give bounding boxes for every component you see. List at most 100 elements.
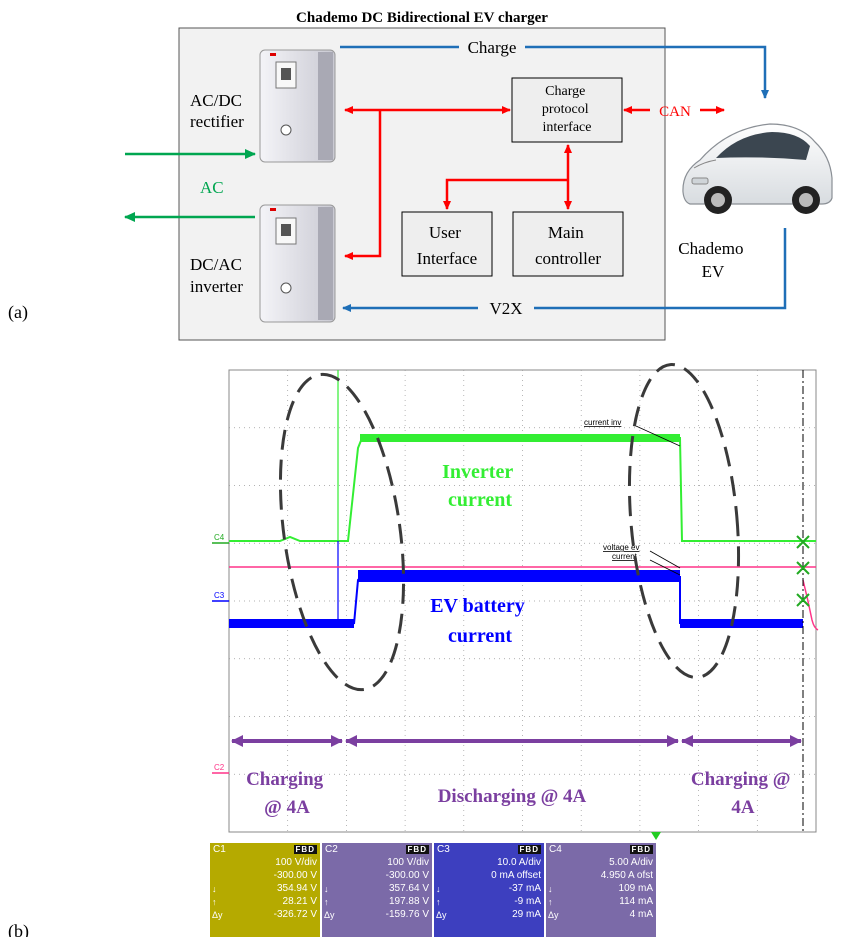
channel-row-value: -300.00 V [224, 870, 317, 881]
channel-row-label: Δy [548, 910, 560, 920]
channel-marker-c4: C4 [214, 533, 225, 542]
channel-header: C1 FBD [210, 843, 320, 856]
cursor-label-current-inv: current inv [584, 418, 621, 427]
channel-row-label: ↑ [436, 897, 448, 907]
channel-row: 100 V/div [210, 856, 320, 869]
channel-row-value: 10.0 A/div [448, 857, 541, 868]
panel-a-label: (a) [8, 302, 28, 323]
channel-row-value: 100 V/div [224, 857, 317, 868]
charge-label: Charge [468, 38, 517, 57]
channel-row-value: 28.21 V [224, 896, 317, 907]
phase3-line1: Charging @ [691, 769, 791, 790]
channel-marker-c3: C3 [214, 591, 225, 600]
controller-line2: controller [535, 249, 601, 268]
channel-row-value: -37 mA [448, 883, 541, 894]
channel-row: 5.00 A/div [546, 856, 656, 869]
ev-label: Chademo EV [678, 239, 747, 281]
channel-row-value: 4.950 A ofst [560, 870, 653, 881]
channel-row-value: 29 mA [448, 909, 541, 920]
ev-line2: EV [702, 262, 725, 281]
inverter-text-line1: Inverter [442, 461, 513, 483]
protocol-line2: protocol [542, 102, 589, 117]
rectifier-label-line2: rectifier [190, 112, 244, 131]
channel-row-value: -9 mA [448, 896, 541, 907]
channel-panel-c4: C4FBD5.00 A/div4.950 A ofst↓109 mA↑114 m… [546, 843, 656, 937]
phase-discharging: Discharging @ 4A [438, 786, 587, 807]
phase1-line1: Charging [246, 769, 324, 790]
channel-row-label: Δy [324, 910, 336, 920]
controller-line1: Main [548, 223, 584, 242]
phase1-line2: @ 4A [264, 797, 310, 818]
channel-row-value: -159.76 V [336, 909, 429, 920]
protocol-line3: interface [543, 120, 592, 135]
battery-text-line2: current [448, 625, 512, 647]
channel-row-label: ↓ [548, 884, 560, 894]
channel-row: ↓354.94 V [210, 882, 320, 895]
channel-row: ↑28.21 V [210, 895, 320, 908]
channel-row: ↓109 mA [546, 882, 656, 895]
rectifier-cabinet-image [260, 50, 335, 162]
user-line2: Interface [417, 249, 477, 268]
protocol-line1: Charge [545, 84, 585, 99]
channel-row: 0 mA offset [434, 869, 544, 882]
charger-title: Chademo DC Bidirectional EV charger [296, 10, 548, 26]
channel-marker-c2: C2 [214, 763, 225, 772]
channel-row-value: 357.64 V [336, 883, 429, 894]
channel-header: C3 FBD [434, 843, 544, 856]
inverter-text-line2: current [448, 489, 512, 511]
channel-row: ↓357.64 V [322, 882, 432, 895]
rectifier-label-line1: AC/DC [190, 91, 242, 110]
channel-row: ↑114 mA [546, 895, 656, 908]
channel-row-value: -326.72 V [224, 909, 317, 920]
channel-row: 100 V/div [322, 856, 432, 869]
channel-row-value: 100 V/div [336, 857, 429, 868]
channel-row-value: 5.00 A/div [560, 857, 653, 868]
channel-badge: FBD [406, 845, 429, 854]
channel-row-label: ↑ [212, 897, 224, 907]
channel-row: Δy-159.76 V [322, 908, 432, 921]
channel-header: C2FBD [322, 843, 432, 856]
channel-badge: FBD [630, 845, 653, 854]
battery-text-line1: EV battery [430, 595, 525, 617]
phase3-line2: 4A [731, 797, 755, 818]
channel-row: -300.00 V [210, 869, 320, 882]
channel-name: C1 [213, 844, 226, 855]
channel-row-label: ↑ [324, 897, 336, 907]
channel-row-value: 0 mA offset [448, 870, 541, 881]
channel-row: 4.950 A ofst [546, 869, 656, 882]
channel-row: ↑197.88 V [322, 895, 432, 908]
channel-badge: FBD [518, 845, 541, 854]
channel-row-label: Δy [436, 910, 448, 920]
v2x-label: V2X [489, 299, 522, 318]
channel-row-label: ↓ [324, 884, 336, 894]
channel-row: ↓-37 mA [434, 882, 544, 895]
panel-b-label: (b) [8, 921, 29, 937]
trigger-marker [651, 832, 661, 840]
channel-row-value: -300.00 V [336, 870, 429, 881]
ac-label: AC [200, 178, 224, 197]
inverter-label-line1: DC/AC [190, 255, 242, 274]
channel-badge: FBD [294, 845, 317, 854]
ev-car-image [683, 124, 832, 214]
channel-row-value: 4 mA [560, 909, 653, 920]
inverter-cabinet-image [260, 205, 335, 322]
user-line1: User [429, 223, 461, 242]
channel-row-label: ↑ [548, 897, 560, 907]
inverter-label-line2: inverter [190, 277, 243, 296]
channel-row-value: 197.88 V [336, 896, 429, 907]
channel-row: 10.0 A/div [434, 856, 544, 869]
channel-row-label: ↓ [212, 884, 224, 894]
can-label: CAN [659, 104, 691, 120]
channel-row-label: ↓ [436, 884, 448, 894]
channel-row: -300.00 V [322, 869, 432, 882]
protocol-interface-label: Charge protocol interface [542, 84, 592, 135]
channel-row-value: 114 mA [560, 896, 653, 907]
channel-row: Δy-326.72 V [210, 908, 320, 921]
channel-name: C3 [437, 844, 450, 855]
